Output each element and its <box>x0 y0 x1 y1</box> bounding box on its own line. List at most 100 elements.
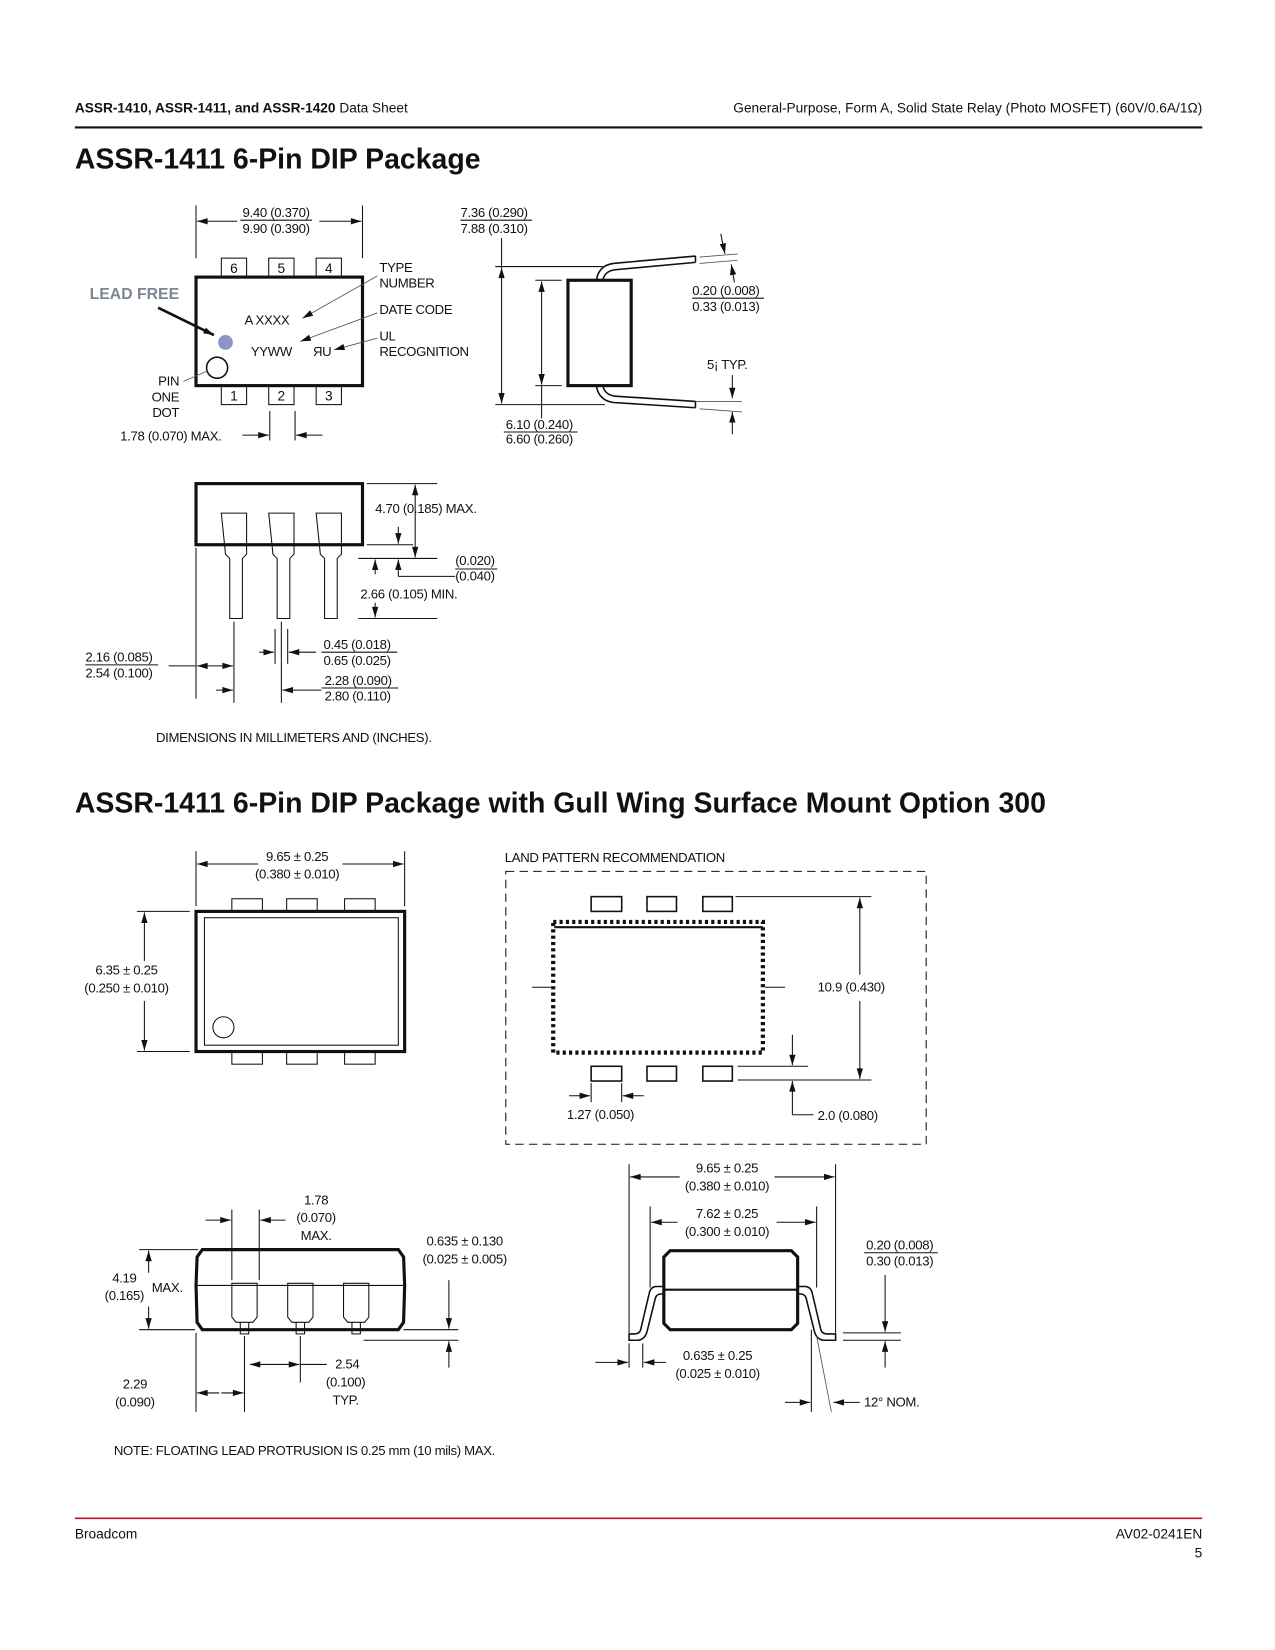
pin-label: 5 <box>278 261 286 276</box>
ul-callout: UL <box>379 328 395 343</box>
land-pad <box>646 895 678 913</box>
pin-one-label: ONE <box>152 389 180 404</box>
drawing-shape <box>344 898 376 912</box>
dimension-line <box>183 370 208 382</box>
dimensions-note: DIMENSIONS IN MILLIMETERS AND (INCHES). <box>156 730 432 745</box>
lead-span-min: 7.36 (0.290) <box>460 205 527 220</box>
land-pad <box>590 1065 623 1082</box>
pin-label: 3 <box>325 388 333 403</box>
ul-mark: ЯU <box>313 344 331 359</box>
foot-dim: 0.635 ± 0.25 <box>683 1348 752 1363</box>
land-pad <box>702 1065 734 1082</box>
dimension-arrow <box>333 337 378 351</box>
gullwing-end-view: 9.65 ± 0.25 (0.380 ± 0.010) 7.62 ± 0.25 … <box>595 1161 938 1412</box>
pin-one-dot-icon <box>205 356 229 380</box>
overall-dim: 9.65 ± 0.25 <box>696 1161 758 1176</box>
land-pad <box>702 895 734 913</box>
lead-angle: 5¡ TYP. <box>707 357 747 372</box>
foot-dim: (0.025 ± 0.010) <box>675 1366 759 1381</box>
lead-free-label: LEAD FREE <box>90 286 180 303</box>
lead-span-max: 7.88 (0.310) <box>460 221 527 236</box>
dimension-arrow <box>157 306 215 337</box>
type-number-callout: TYPE <box>379 260 413 275</box>
standoff-max: (0.040) <box>455 569 494 584</box>
page-header: ASSR-1410, ASSR-1411, and ASSR-1420 Data… <box>74 101 1202 129</box>
drawing-shape <box>343 1282 370 1335</box>
date-marking: YYWW <box>251 344 293 359</box>
height-dim: 6.35 ± 0.25 <box>95 963 157 978</box>
lead-upper <box>595 255 697 281</box>
lead-width-dim: MAX. <box>301 1228 332 1243</box>
drawing-shape <box>505 870 927 1145</box>
lead-thickness-max: 0.33 (0.013) <box>692 299 759 314</box>
height-dim-inch: (0.250 ± 0.010) <box>84 981 168 996</box>
body-side <box>566 278 633 388</box>
width-dim-min: 9.40 (0.370) <box>243 205 310 220</box>
package-outline <box>551 919 765 1055</box>
body-side <box>194 1248 407 1332</box>
lead-width-dim: 1.78 <box>304 1192 328 1207</box>
dimension-line <box>699 259 738 264</box>
package-body <box>194 275 365 388</box>
land-pattern-title: LAND PATTERN RECOMMENDATION <box>505 850 725 865</box>
gullwing-side-view: 1.78 (0.070) MAX. 4.19 (0.165) MAX. 0.63… <box>105 1192 507 1412</box>
drawing-shape <box>231 898 263 912</box>
drawing-shape <box>203 917 399 1046</box>
lead-width-max: 0.65 (0.025) <box>324 653 391 668</box>
land-pad <box>590 895 623 913</box>
pin-label: 1 <box>230 388 238 403</box>
pitch-dim: 2.54 <box>335 1357 359 1372</box>
header-doc-title: ASSR-1410, ASSR-1411, and ASSR-1420 <box>75 101 336 116</box>
standoff-dim: (0.025 ± 0.005) <box>422 1251 506 1266</box>
lead-angle-dim: 12° NOM. <box>864 1395 919 1410</box>
pitch-dim: (0.100) <box>326 1375 365 1390</box>
dimension-line <box>699 253 738 258</box>
lead-right <box>797 1285 837 1342</box>
type-number-callout: NUMBER <box>379 276 434 291</box>
pitch-dim: TYP. <box>333 1393 359 1408</box>
pin-one-label: PIN <box>158 374 179 389</box>
pin-label: 4 <box>325 261 333 276</box>
drawing-shape <box>344 1051 376 1065</box>
pad-length-dim: 2.0 (0.080) <box>818 1108 878 1123</box>
dip-top-view: 9.40 (0.370) 9.90 (0.390) 6 5 4 1 2 3 LE… <box>90 205 469 443</box>
dimension-arrow <box>302 275 378 319</box>
width-dim: 9.65 ± 0.25 <box>266 849 328 864</box>
pin-3 <box>315 385 342 406</box>
page-number: 5 <box>1195 1545 1203 1560</box>
dimension-line <box>699 408 742 413</box>
lead-length-dim: 2.66 (0.105) MIN. <box>360 586 457 601</box>
lead <box>315 512 342 620</box>
lead-left <box>628 1285 664 1342</box>
body-end <box>662 1249 800 1332</box>
drawing-shape <box>231 1051 263 1065</box>
end-offset-max: 2.54 (0.100) <box>85 665 152 680</box>
footer-doc-number: AV02-0241EN <box>1116 1526 1203 1541</box>
ul-callout: RECOGNITION <box>379 344 468 359</box>
dip-side-view: 7.36 (0.290) 7.88 (0.310) 0.20 (0.008) 0… <box>460 205 764 447</box>
pin-label: 2 <box>278 388 286 403</box>
package-height-dim: 4.70 (0.185) MAX. <box>375 501 476 516</box>
package-body <box>194 909 407 1054</box>
width-dim-max: 9.90 (0.390) <box>243 221 310 236</box>
body-width-min: 6.10 (0.240) <box>506 417 573 432</box>
section2-title: ASSR-1411 6-Pin DIP Package with Gull Wi… <box>75 787 1046 819</box>
pin-one-dot-icon <box>212 1016 235 1039</box>
thickness-max: 0.30 (0.013) <box>866 1253 933 1268</box>
date-code-callout: DATE CODE <box>379 302 452 317</box>
dimension-line <box>816 1335 832 1412</box>
standoff-min: (0.020) <box>455 553 494 568</box>
lead-thickness-min: 0.20 (0.008) <box>692 283 759 298</box>
header-doc-type: Data Sheet <box>336 101 408 116</box>
pin-label: 6 <box>230 261 238 276</box>
dimension-arrow <box>719 233 726 255</box>
body-front <box>194 482 365 547</box>
lead-width-min: 0.45 (0.018) <box>324 637 391 652</box>
pin-1 <box>220 385 248 406</box>
dimension-arrow <box>300 312 378 342</box>
end-offset-dim: 2.29 <box>123 1377 147 1392</box>
header-right: General-Purpose, Form A, Solid State Rel… <box>733 101 1202 116</box>
land-pad <box>646 1065 678 1082</box>
height-dim: (0.165) <box>105 1288 144 1303</box>
